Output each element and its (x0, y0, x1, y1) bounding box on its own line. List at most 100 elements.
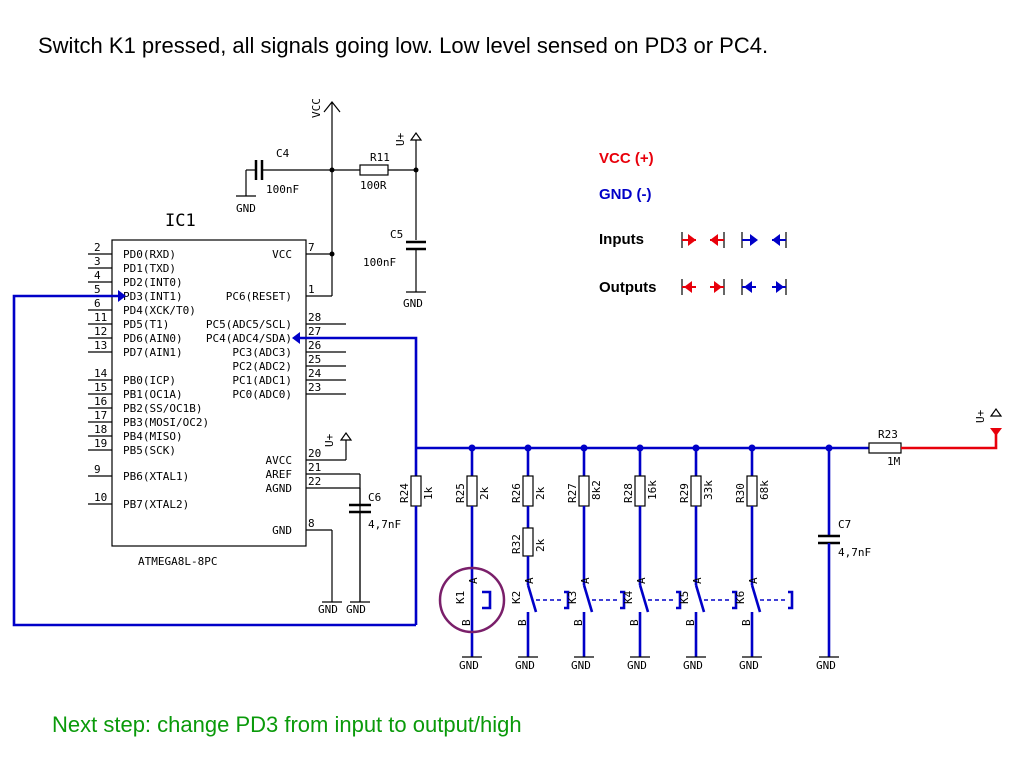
pd3-arrow-icon (118, 290, 126, 302)
c7-name: C7 (838, 518, 851, 531)
ic1-pin-number: 27 (308, 325, 321, 338)
c4-value: 100nF (266, 183, 299, 196)
gnd-label-c7: GND (816, 659, 836, 672)
r23-resistor (868, 442, 902, 454)
ic1-pin-name: PD6(AIN0) (123, 332, 183, 345)
resistor-name: R30 (734, 483, 747, 503)
ladder-resistor (578, 475, 590, 507)
ic1-pin-number: 19 (94, 437, 107, 450)
c6-value: 4,7nF (368, 518, 401, 531)
ladder-resistor (746, 475, 758, 507)
r23-value: 1M (887, 455, 901, 468)
resistor-name: R29 (678, 483, 691, 503)
switch-pin-b: B (628, 619, 641, 626)
resistor-value: 2k (478, 486, 491, 500)
ic1-pin-name: PC0(ADC0) (232, 388, 292, 401)
pc4-sense-wire (300, 336, 418, 448)
ic1-pin-number: 23 (308, 381, 321, 394)
ic1-pin-number: 21 (308, 461, 321, 474)
switch-name: K1 (454, 591, 467, 604)
resistor-name: R25 (454, 483, 467, 503)
vcc-label: VCC (310, 98, 323, 118)
legend-vcc: VCC (+) (599, 150, 654, 167)
uplus-avcc-icon (339, 431, 353, 441)
ic1-pin-number: 13 (94, 339, 107, 352)
c6-name: C6 (368, 491, 381, 504)
switch-pin-a: A (579, 577, 592, 584)
r32-name: R32 (510, 534, 523, 554)
ic1-pin-number: 9 (94, 463, 101, 476)
ic1-pin-number: 28 (308, 311, 321, 324)
ic1-pin-name: PD7(AIN1) (123, 346, 183, 359)
switch-name: K3 (566, 591, 579, 604)
gnd-label: GND (571, 659, 591, 672)
switch-pin-b: B (460, 619, 473, 626)
ic1-pin-number: 17 (94, 409, 107, 422)
ladder-resistor (466, 475, 478, 507)
slide-title: Switch K1 pressed, all signals going low… (38, 33, 768, 58)
pullup-section: R23 1M U+ C7 4,7nF GND (816, 407, 1003, 672)
switch-pin-b: B (684, 619, 697, 626)
ic1-pin-name: PC4(ADC4/SDA) (206, 332, 292, 345)
ladder-resistor (410, 475, 422, 507)
switch-name: K6 (734, 591, 747, 604)
ic1-pin-name: PB1(OC1A) (123, 388, 183, 401)
ic1-pin-name: PB3(MOSI/OC2) (123, 416, 209, 429)
ic1-pin-number: 1 (308, 283, 315, 296)
uplus-label-right: U+ (974, 409, 987, 423)
next-step-text: Next step: change PD3 from input to outp… (52, 712, 522, 737)
ic1-name: IC1 (165, 211, 196, 231)
ic1-pin-name: PB6(XTAL1) (123, 470, 189, 483)
ic1-pin-number: 20 (308, 447, 321, 460)
ic1-pin-name: PC2(ADC2) (232, 360, 292, 373)
ic1-part: ATMEGA8L-8PC (138, 555, 217, 568)
r23-name: R23 (878, 428, 898, 441)
ic1-pin-name: PB0(ICP) (123, 374, 176, 387)
gnd-label-ic: GND (318, 603, 338, 616)
ic1-pin-name: PD5(T1) (123, 318, 169, 331)
ic1-pin-name: PB7(XTAL2) (123, 498, 189, 511)
ic1-pin-number: 12 (94, 325, 107, 338)
k1-highlight-circle (438, 566, 506, 634)
legend-output-arrows (681, 279, 787, 295)
ic1-left-pins: 2PD0(RXD)3PD1(TXD)4PD2(INT0)5PD3(INT1)6P… (88, 241, 209, 511)
ic1-pin-number: 8 (308, 517, 315, 530)
ic1-pin-name: PD3(INT1) (123, 290, 183, 303)
resistor-value: 16k (646, 480, 659, 500)
gnd-label: GND (515, 659, 535, 672)
switch-pin-a: A (523, 577, 536, 584)
gnd-label-c5: GND (403, 297, 423, 310)
ic1-pin-name: AREF (266, 468, 293, 481)
ic1-pin-number: 4 (94, 269, 101, 282)
ic1-pin-name: PD4(XCK/T0) (123, 304, 196, 317)
legend-inputs: Inputs (599, 231, 644, 248)
r11-resistor (359, 164, 389, 176)
uplus-red-arrow-icon (990, 428, 1002, 436)
ic1-pin-name: VCC (272, 248, 292, 261)
ic1-pin-name: PC1(ADC1) (232, 374, 292, 387)
resistor-name: R27 (566, 483, 579, 503)
gnd-label: GND (459, 659, 479, 672)
resistor-value: 68k (758, 480, 771, 500)
ic1-pin-name: PC6(RESET) (226, 290, 292, 303)
ic1-pin-number: 3 (94, 255, 101, 268)
c7-value: 4,7nF (838, 546, 871, 559)
vcc-arrow-icon (323, 101, 341, 113)
legend-gnd: GND (-) (599, 186, 652, 203)
ic1-pin-number: 26 (308, 339, 321, 352)
gnd-label: GND (627, 659, 647, 672)
ic1-pin-name: PB2(SS/OC1B) (123, 402, 202, 415)
switch-pin-b: B (572, 619, 585, 626)
ic1-pin-number: 22 (308, 475, 321, 488)
pc4-arrow-icon (292, 332, 300, 344)
ic1-pin-name: PD2(INT0) (123, 276, 183, 289)
resistor-value: 2k (534, 486, 547, 500)
uplus-triangle-icon (409, 131, 423, 141)
ic1-pin-number: 6 (94, 297, 101, 310)
uplus-label-avcc: U+ (323, 433, 336, 447)
legend: VCC (+) GND (-) Inputs Outputs (599, 150, 787, 296)
c4-name: C4 (276, 147, 290, 160)
uplus-label-top: U+ (394, 132, 407, 146)
resistor-name: R24 (398, 483, 411, 503)
